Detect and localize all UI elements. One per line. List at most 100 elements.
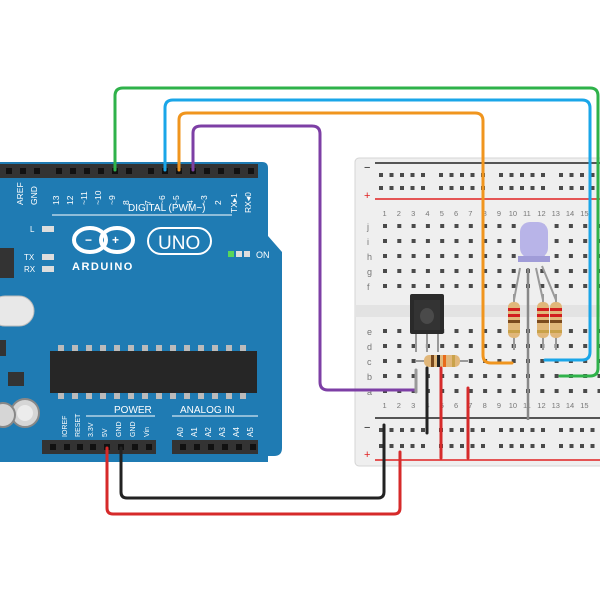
chip-pin — [72, 393, 78, 399]
breadboard-hole — [469, 269, 473, 273]
resistor-band — [508, 320, 520, 323]
resistor-band — [437, 355, 440, 367]
rail-hole — [400, 444, 404, 448]
row-letter: g — [367, 267, 372, 277]
chip-pin — [142, 393, 148, 399]
breadboard-hole — [583, 344, 587, 348]
breadboard-hole — [555, 374, 559, 378]
breadboard-hole — [469, 359, 473, 363]
breadboard-hole — [426, 269, 430, 273]
rx-led-icon — [42, 266, 54, 272]
breadboard-hole — [512, 254, 516, 258]
chip-pin — [198, 345, 204, 351]
column-number: 1 — [383, 209, 387, 218]
breadboard-hole — [426, 284, 430, 288]
pin-label-a3: A3 — [218, 427, 227, 437]
column-number: 1 — [383, 401, 387, 410]
pin-label-9: ~9 — [107, 195, 117, 205]
breadboard-hole — [540, 374, 544, 378]
resistor-band — [537, 320, 549, 323]
breadboard-hole — [440, 284, 444, 288]
chip-pin — [226, 345, 232, 351]
breadboard-hole — [426, 224, 430, 228]
breadboard-hole — [440, 224, 444, 228]
breadboard-hole — [483, 389, 487, 393]
breadboard-hole — [455, 239, 459, 243]
header-pin-hole — [50, 444, 56, 450]
breadboard-hole — [412, 284, 416, 288]
breadboard-hole — [512, 269, 516, 273]
resistor-band — [537, 330, 549, 333]
breadboard-hole — [512, 389, 516, 393]
breadboard-hole — [555, 254, 559, 258]
pin-label-gnd: GND — [130, 421, 137, 437]
breadboard-hole — [383, 284, 387, 288]
on-label: ON — [256, 250, 270, 260]
resistor-band — [452, 355, 455, 367]
header-pin-hole — [56, 168, 62, 174]
row-letter: c — [367, 357, 372, 367]
rail-hole — [541, 428, 545, 432]
breadboard-hole — [383, 269, 387, 273]
rail-hole — [541, 444, 545, 448]
breadboard-hole — [455, 269, 459, 273]
breadboard-hole — [397, 239, 401, 243]
chip-pin — [72, 345, 78, 351]
column-number: 13 — [552, 401, 560, 410]
breadboard-hole — [497, 239, 501, 243]
chip-pin — [240, 345, 246, 351]
breadboard-hole — [583, 254, 587, 258]
resistor-band — [550, 320, 562, 323]
rail-hole — [379, 173, 383, 177]
chip-pin — [184, 393, 190, 399]
rail-hole — [580, 444, 584, 448]
power-led-icon — [228, 251, 234, 257]
breadboard-hole — [383, 254, 387, 258]
chip-pin — [128, 345, 134, 351]
column-number: 6 — [454, 401, 458, 410]
rail-hole — [559, 444, 563, 448]
bottom-plus-label: + — [364, 449, 370, 461]
column-number: 10 — [509, 209, 517, 218]
breadboard-hole — [555, 269, 559, 273]
header-pin-hole — [6, 168, 12, 174]
resistor-band — [537, 314, 549, 317]
chip-pin — [226, 393, 232, 399]
resistor-band — [508, 308, 520, 311]
l-led-icon — [42, 226, 54, 232]
breadboard-hole — [455, 374, 459, 378]
row-letter: i — [367, 237, 369, 247]
breadboard-hole — [383, 374, 387, 378]
rail-hole — [531, 444, 535, 448]
resistor-band — [537, 308, 549, 311]
rail-hole — [471, 444, 475, 448]
rail-hole — [439, 186, 443, 190]
breadboard-hole — [569, 284, 573, 288]
power-led-pad — [236, 251, 242, 257]
breadboard-hole — [555, 239, 559, 243]
pin-label-5v: 5V — [102, 428, 109, 437]
pin-label-10: ~10 — [93, 190, 103, 205]
rail-hole — [520, 428, 524, 432]
column-number: 2 — [397, 401, 401, 410]
analog-in-label: ANALOG IN — [180, 405, 234, 416]
breadboard-hole — [497, 254, 501, 258]
column-number: 14 — [566, 209, 574, 218]
breadboard-hole — [469, 374, 473, 378]
rail-hole — [450, 428, 454, 432]
row-letter: h — [367, 252, 372, 262]
ir-receiver[interactable] — [410, 294, 444, 352]
breadboard-hole — [383, 329, 387, 333]
column-number: 6 — [454, 209, 458, 218]
breadboard-hole — [497, 269, 501, 273]
column-number: 15 — [580, 401, 588, 410]
rail-hole — [591, 444, 595, 448]
rail-hole — [450, 444, 454, 448]
rail-hole — [580, 173, 584, 177]
breadboard-hole — [383, 239, 387, 243]
rail-hole — [439, 173, 443, 177]
breadboard-hole — [412, 269, 416, 273]
chip-pin — [156, 393, 162, 399]
digital-pwm-label: DIGITAL (PWM~) — [128, 203, 206, 214]
